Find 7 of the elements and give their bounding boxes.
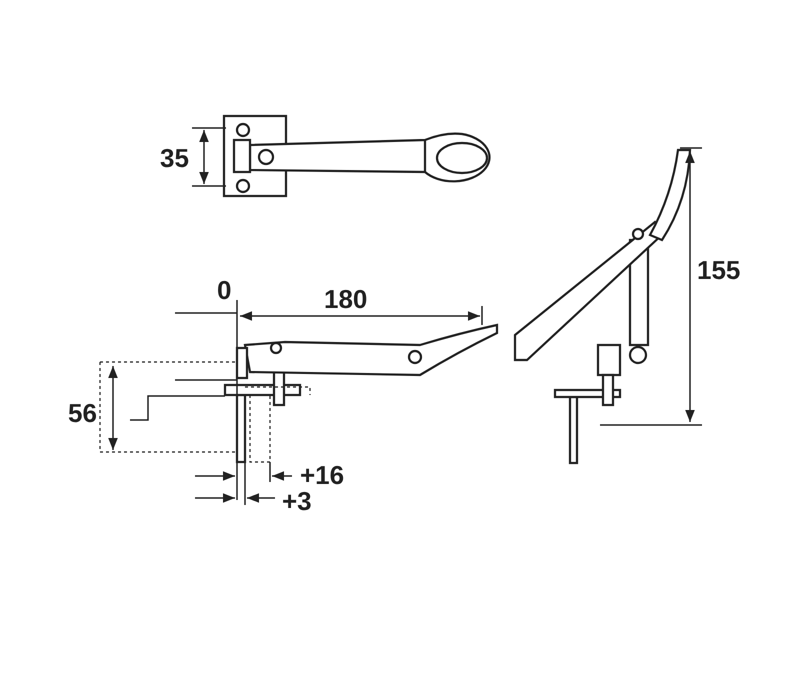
dimension-label: 180 [324, 286, 368, 312]
dimension-label: +16 [300, 462, 344, 488]
dimension-label: +3 [282, 488, 312, 514]
dimension-label: 35 [160, 145, 189, 171]
dimension-label: 56 [68, 400, 97, 426]
dimension-label: 0 [217, 277, 232, 303]
dimension-label: 155 [697, 257, 740, 283]
